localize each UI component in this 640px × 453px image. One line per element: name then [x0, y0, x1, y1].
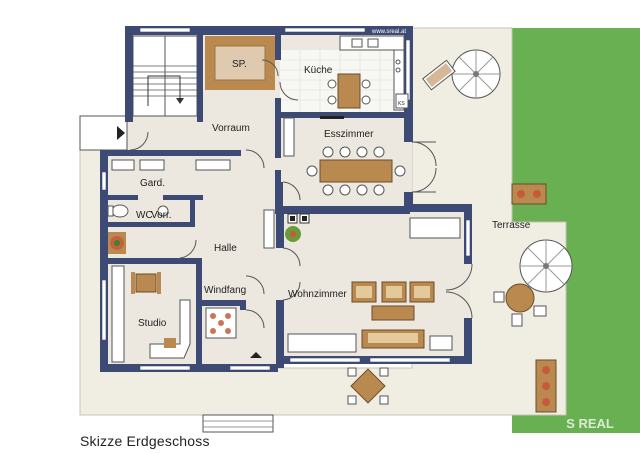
label-studio: Studio: [138, 318, 167, 329]
label-vorraum: Vorraum: [212, 123, 250, 134]
dining-table: [306, 146, 406, 196]
label-kueche: Küche: [304, 65, 333, 76]
label-wohnzimmer: Wohnzimmer: [288, 289, 347, 300]
label-garderobe: Gard.: [140, 178, 165, 189]
arrow-right-icon: [117, 126, 125, 140]
kitchen-counter: [339, 35, 409, 111]
living-room-furniture: [287, 217, 461, 353]
label-halle: Halle: [214, 243, 237, 254]
label-vorr: Vorr.: [151, 210, 172, 221]
terrace-table-bottom: [347, 367, 389, 405]
label-esszimmer: Esszimmer: [324, 129, 374, 140]
plant-icon: [108, 232, 126, 254]
label-speis: SP.: [232, 59, 247, 70]
planter-boxes: [511, 183, 557, 413]
door-vorraum: [245, 149, 265, 169]
parasol-top: [451, 49, 501, 99]
kitchen-table: [327, 73, 371, 109]
terrace-table-right: [493, 283, 547, 327]
entrance-marker: [250, 352, 262, 358]
logo: S REAL: [566, 416, 614, 431]
staircase: [132, 35, 198, 117]
label-ks: KS: [398, 101, 405, 107]
label-windfang: Windfang: [204, 285, 246, 296]
watermark: www.sreal.at: [371, 29, 406, 35]
plan-caption: Skizze Erdgeschoss: [80, 433, 210, 449]
parasol-right: [519, 239, 573, 293]
label-terrasse: Terrasse: [492, 220, 531, 231]
entrance-steps: [202, 414, 274, 433]
label-wc: WC: [136, 210, 153, 221]
